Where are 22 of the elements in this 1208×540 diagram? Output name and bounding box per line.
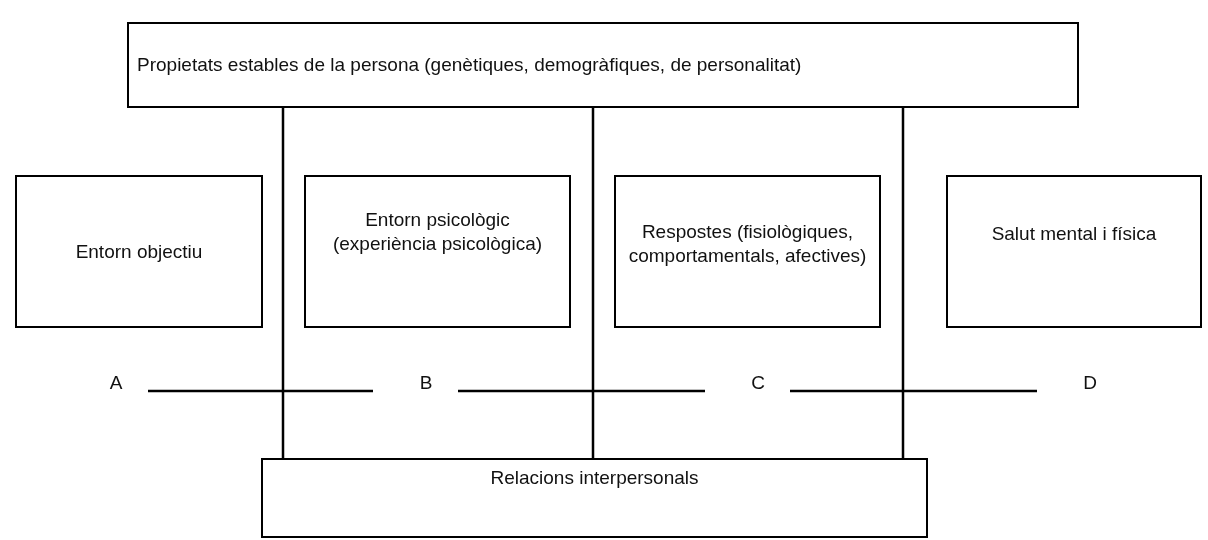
- connector-line: [591, 108, 595, 458]
- connector-line: [148, 389, 373, 393]
- box-text: Propietats estables de la persona (genètiques, demogràfiques, de personalitat): [136, 53, 803, 77]
- box-text: Relacions interpersonals: [489, 466, 700, 490]
- process-box: [127, 22, 1079, 108]
- connector-line: [458, 389, 705, 393]
- box-text: Entorn objectiu: [74, 239, 204, 264]
- connector-line: [281, 108, 285, 458]
- letter-label: B: [418, 371, 434, 395]
- connector-line: [790, 389, 1037, 393]
- letter-label: A: [108, 371, 124, 395]
- box-text: Entorn psicològic (experiència psicològica): [331, 207, 544, 256]
- process-box: [304, 175, 571, 328]
- letter-label: D: [1082, 371, 1098, 395]
- process-box: [261, 458, 928, 538]
- box-text: Respostes (fisiològiques, comportamentals, afectives): [627, 219, 868, 268]
- process-box: [614, 175, 881, 328]
- letter-label: C: [750, 371, 766, 395]
- box-text: Salut mental i física: [990, 221, 1158, 246]
- process-box: [946, 175, 1202, 328]
- process-box: [15, 175, 263, 328]
- connector-line: [901, 108, 905, 458]
